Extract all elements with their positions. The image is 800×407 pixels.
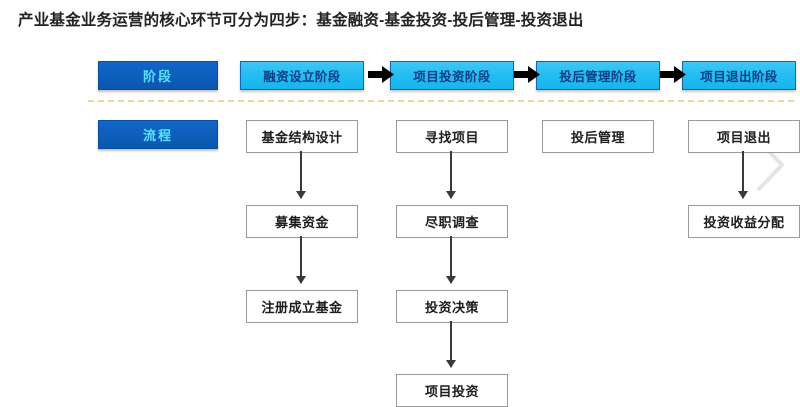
connector-c2-r3-to-r4 — [446, 321, 456, 368]
stage-box-project-exit[interactable]: 项目退出阶段 — [682, 61, 796, 90]
process-box-project-exit[interactable]: 项目退出 — [688, 120, 800, 153]
process-box-fund-structure-design[interactable]: 基金结构设计 — [246, 120, 358, 153]
connector-c2-r1-to-r2 — [446, 151, 456, 199]
arrow-stage-2-to-3-icon — [514, 66, 540, 83]
process-box-find-projects[interactable]: 寻找项目 — [396, 120, 508, 153]
process-box-raise-funds[interactable]: 募集资金 — [246, 205, 358, 238]
process-box-return-distribution[interactable]: 投资收益分配 — [688, 205, 800, 238]
connector-c1-r2-to-r3 — [296, 236, 306, 284]
process-box-project-investment[interactable]: 项目投资 — [396, 374, 508, 407]
section-divider — [88, 100, 794, 102]
connector-c2-r2-to-r3 — [446, 236, 456, 284]
process-box-due-diligence[interactable]: 尽职调查 — [396, 205, 508, 238]
connector-c1-r1-to-r2 — [296, 151, 306, 199]
process-box-register-fund[interactable]: 注册成立基金 — [246, 290, 358, 323]
process-box-post-investment-management[interactable]: 投后管理 — [542, 120, 654, 153]
page-title: 产业基金业务运营的核心环节可分为四步：基金融资-基金投资-投后管理-投资退出 — [18, 12, 584, 29]
row-label-flow: 流程 — [98, 120, 218, 149]
stage-box-project-investment[interactable]: 项目投资阶段 — [390, 61, 514, 90]
arrow-stage-1-to-2-icon — [368, 66, 394, 83]
row-label-stage: 阶段 — [98, 61, 218, 90]
stage-box-post-investment-management[interactable]: 投后管理阶段 — [536, 61, 660, 90]
process-box-investment-decision[interactable]: 投资决策 — [396, 290, 508, 323]
stage-box-financing-setup[interactable]: 融资设立阶段 — [240, 61, 364, 90]
arrow-stage-3-to-4-icon — [660, 66, 686, 83]
connector-c4-r1-to-r2 — [738, 151, 748, 199]
